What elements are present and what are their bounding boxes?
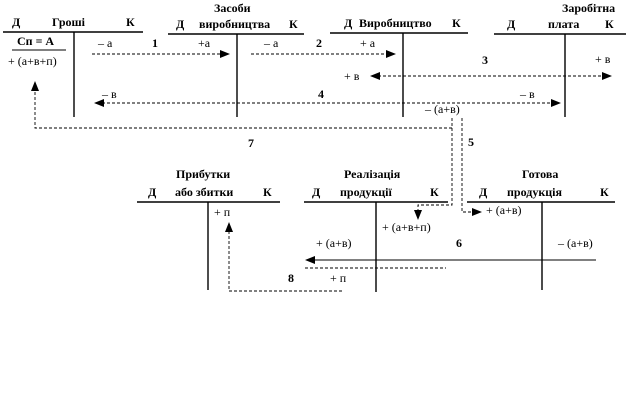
flow-7-branch — [417, 128, 453, 212]
profit-entry-credit: + п — [214, 205, 231, 219]
finished-title-line2: продукція — [507, 185, 562, 199]
sales-debit-label: Д — [312, 185, 321, 199]
flow-4-arrowhead-left — [94, 99, 104, 107]
sales-entry-debit: + (а+в) — [316, 236, 352, 250]
production-entry-credit: – (а+в) — [424, 102, 460, 116]
account-means-of-production: Засоби Д виробництва К +а – а — [168, 1, 304, 117]
sales-title-line2: продукції — [340, 185, 392, 199]
production-title: Виробництво — [359, 16, 432, 30]
profit-title-line2: або збитки — [175, 185, 233, 199]
money-entry-wages: – в — [101, 87, 117, 101]
flow-3-arrowhead-left — [370, 72, 380, 80]
flow-4-money-to-wages: – в 4 — [94, 87, 561, 107]
account-wages: Заробітна Д плата К + в – в — [494, 1, 626, 117]
means-title-line1: Засоби — [214, 1, 251, 15]
step-4-label: 4 — [318, 87, 324, 101]
means-entry-credit: – а — [263, 36, 279, 50]
money-credit-label: К — [126, 15, 135, 29]
wages-debit-label: Д — [507, 17, 516, 31]
means-title-line2: виробництва — [199, 17, 270, 31]
flow-5-arrowhead — [472, 208, 482, 216]
sales-entry-profit: + п — [330, 271, 347, 285]
money-title: Гроші — [52, 15, 86, 29]
wages-credit-label: К — [605, 17, 614, 31]
flow-3-arrowhead-right — [602, 72, 612, 80]
step-3-label: 3 — [482, 53, 488, 67]
finished-entry-debit: + (а+в) — [486, 203, 522, 217]
wages-entry-debit: – в — [519, 87, 535, 101]
step-1-label: 1 — [152, 36, 158, 50]
step-7-label: 7 — [248, 136, 254, 150]
flow-8-arrowhead — [225, 222, 233, 232]
flow-8-sales-to-profit: 8 — [225, 222, 342, 292]
finished-entry-credit: – (а+в) — [557, 236, 593, 250]
step-8-label: 8 — [288, 271, 294, 285]
wages-entry-credit: + в — [595, 52, 611, 66]
flow-5-line — [461, 118, 472, 213]
flow-1-arrowhead — [220, 50, 230, 58]
flow-7-branch-arrowhead — [414, 210, 422, 220]
money-opening-balance: Сп = А — [17, 34, 54, 48]
wages-title-line2: плата — [548, 17, 579, 31]
step-2-label: 2 — [316, 36, 322, 50]
flow-6-finished-to-sales: 6 — [305, 236, 596, 269]
profit-title-line1: Прибутки — [176, 167, 230, 181]
money-entry-debit: + (а+в+п) — [8, 54, 57, 68]
production-entry-v: + в — [344, 69, 360, 83]
flow-2-means-to-production: 2 — [251, 36, 396, 58]
flow-1-money-to-means: 1 — [92, 36, 230, 58]
flow-4-arrowhead-right — [551, 99, 561, 107]
flow-6-arrowhead — [305, 256, 315, 264]
production-debit-label: Д — [344, 16, 353, 30]
sales-credit-label: К — [430, 185, 439, 199]
money-entry-credit: – а — [97, 36, 113, 50]
money-debit-label: Д — [12, 15, 21, 29]
flow-2-arrowhead — [386, 50, 396, 58]
sales-entry-credit: + (а+в+п) — [382, 220, 431, 234]
flow-3-wages-to-production: 3 — [370, 53, 612, 80]
flow-7-sales-to-money: 7 — [31, 81, 453, 220]
account-profit-loss: Прибутки Д або збитки К + п — [137, 167, 280, 290]
means-entry-debit: +а — [198, 36, 211, 50]
flow-7-line — [34, 90, 453, 129]
finished-debit-label: Д — [479, 185, 488, 199]
account-money: Д Гроші К Сп = А + (а+в+п) – а — [3, 15, 143, 117]
production-credit-label: К — [452, 16, 461, 30]
account-production: Д Виробництво К + а + в – (а+в) — [330, 16, 468, 117]
flow-7-arrowhead — [31, 81, 39, 91]
flow-5-production-to-finished: 5 — [461, 118, 482, 216]
flow-8-line — [228, 232, 342, 292]
account-finished-goods: Готова Д продукція К + (а+в) – (а+в) — [467, 167, 615, 290]
finished-title-line1: Готова — [522, 167, 558, 181]
profit-credit-label: К — [263, 185, 272, 199]
profit-debit-label: Д — [148, 185, 157, 199]
means-credit-label: К — [289, 17, 298, 31]
step-6-label: 6 — [456, 236, 462, 250]
account-sales: Реалізація Д продукції К + (а+в+п) + (а+… — [304, 167, 448, 292]
means-debit-label: Д — [176, 17, 185, 31]
production-entry-a: + а — [360, 36, 376, 50]
finished-credit-label: К — [600, 185, 609, 199]
sales-title-line1: Реалізація — [344, 167, 401, 181]
step-5-label: 5 — [468, 135, 474, 149]
wages-title-line1: Заробітна — [562, 1, 615, 15]
